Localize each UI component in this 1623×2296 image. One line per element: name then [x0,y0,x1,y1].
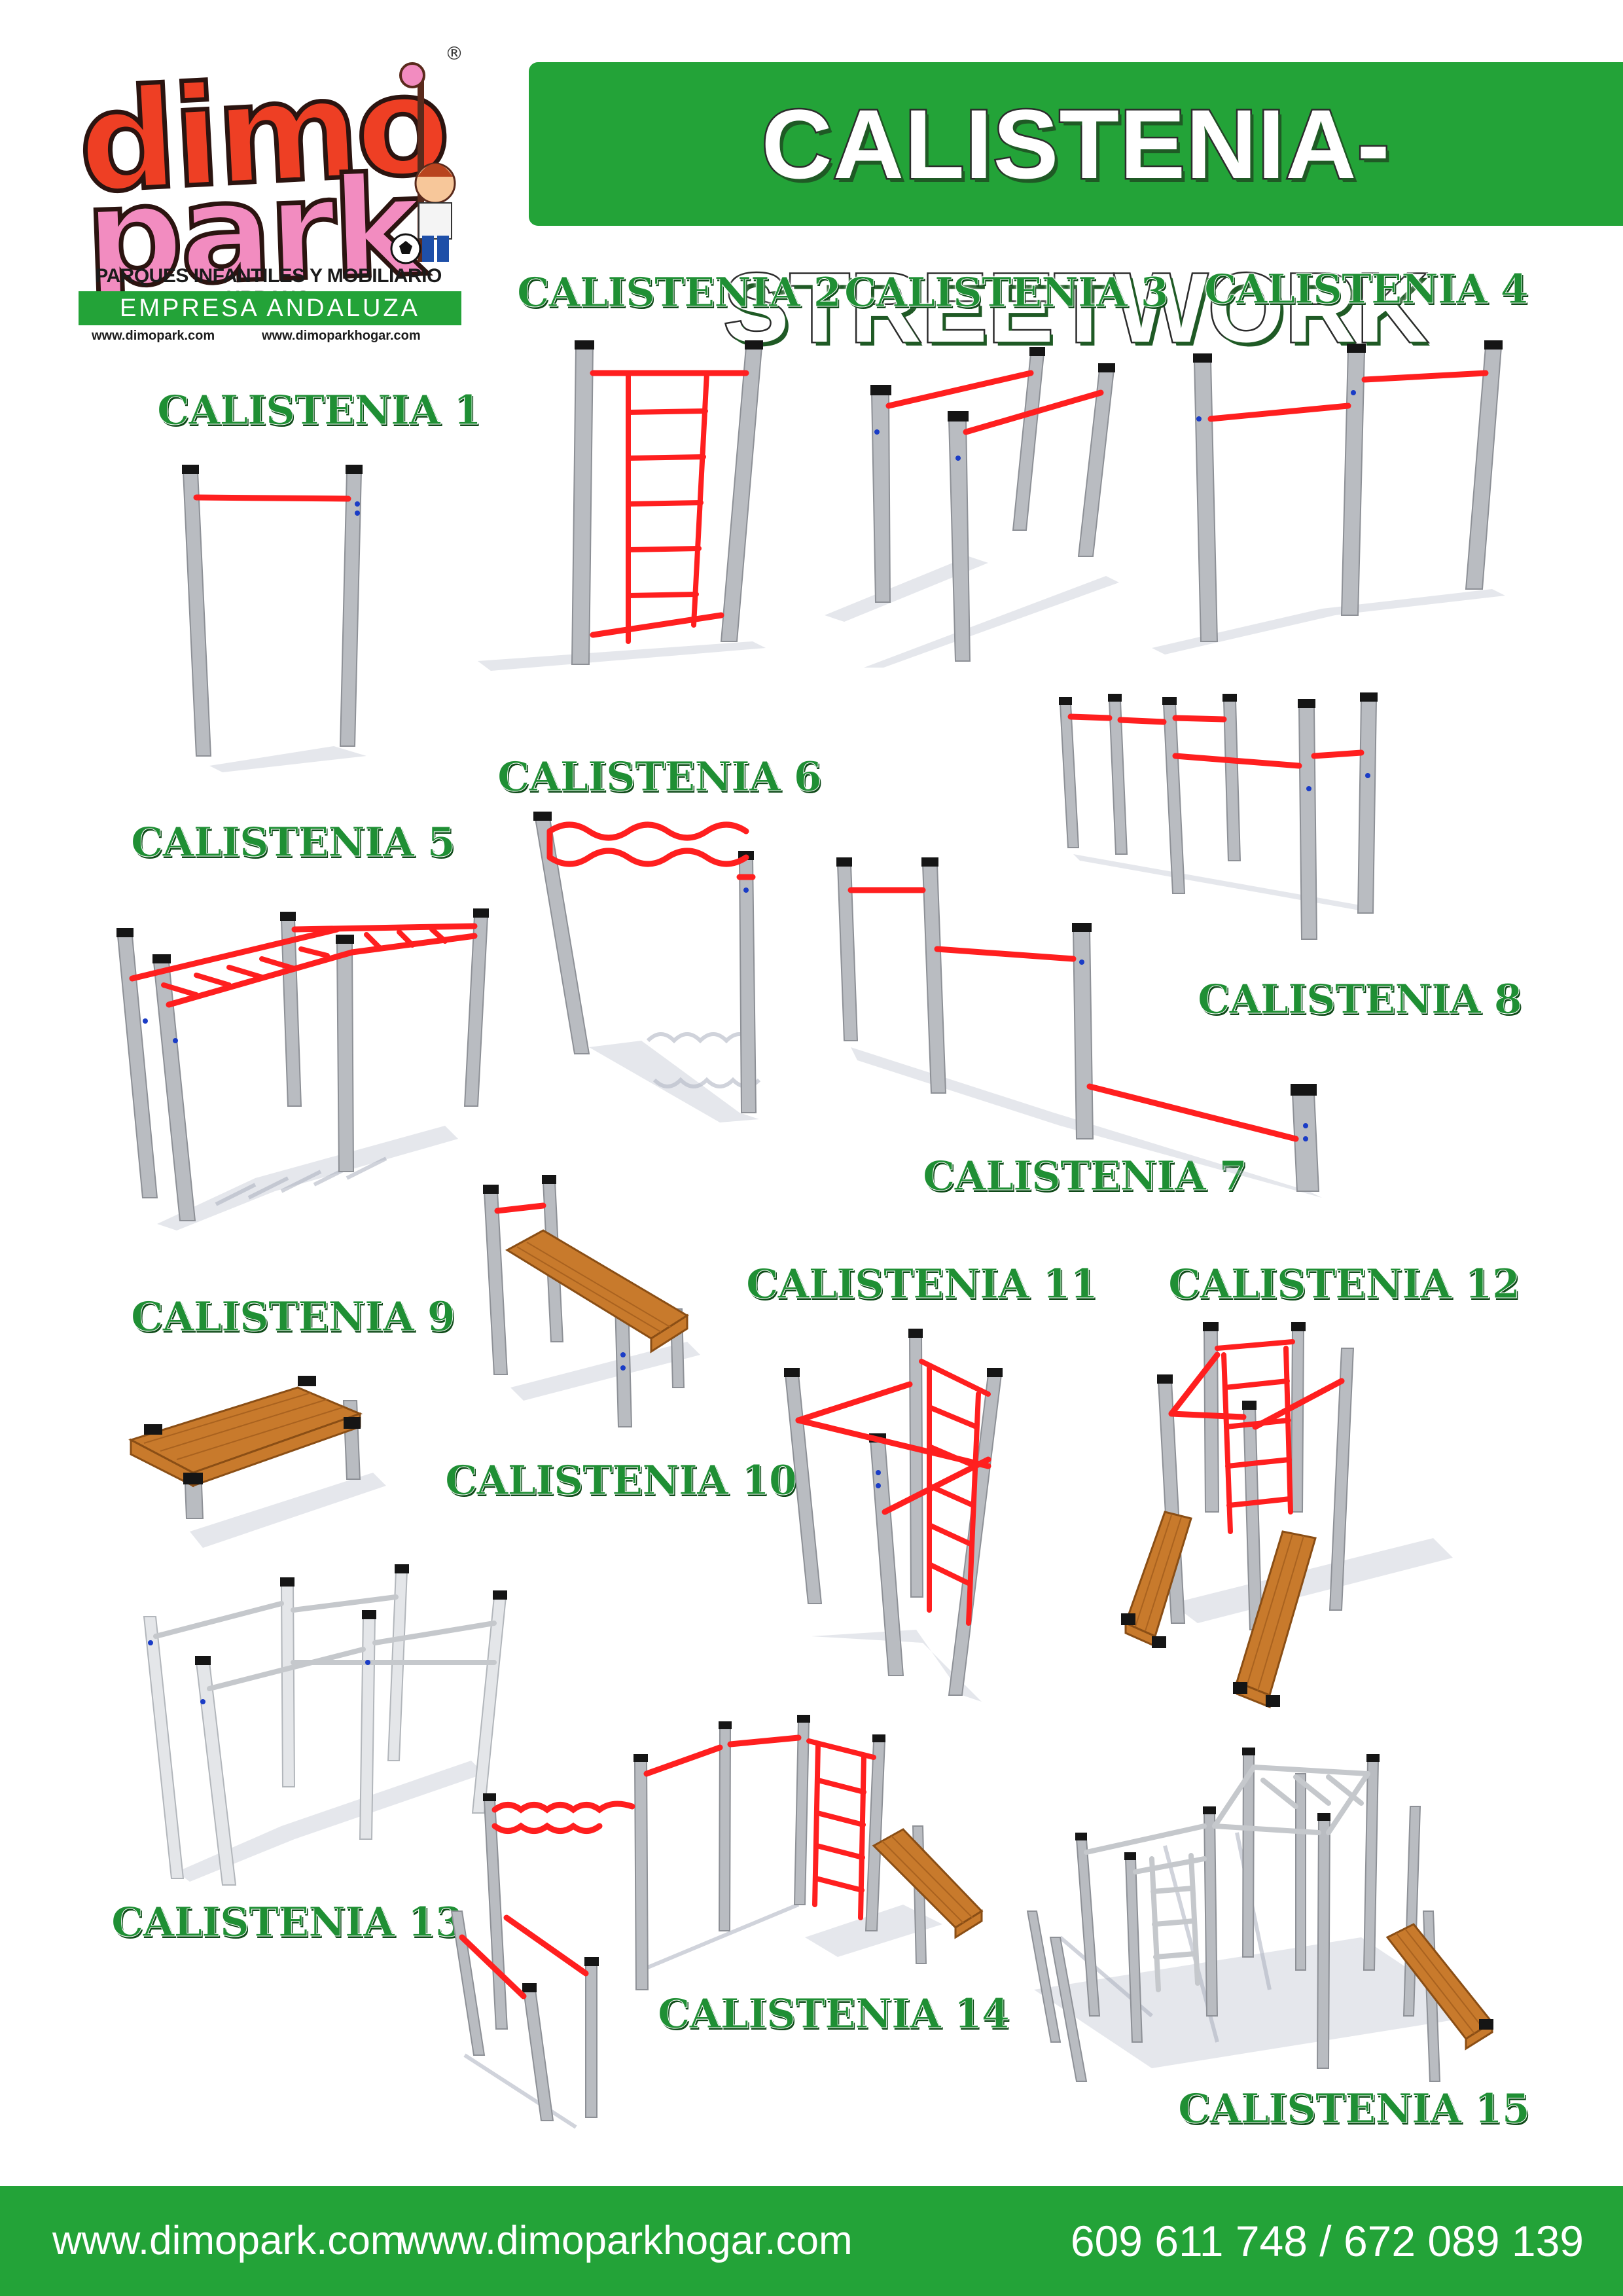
equipment-calistenia-13 [143,1564,507,1886]
equipment-calistenia-15 [1026,1748,1494,2082]
product-label-12: CALISTENIA 12 [1168,1260,1521,1308]
equipment-calistenia-6 [533,812,761,1122]
footer-phone-numbers[interactable]: 609 611 748 / 672 089 139 [1070,2217,1584,2265]
product-label-2: CALISTENIA 2 [517,268,842,317]
product-label-5: CALISTENIA 5 [131,818,456,867]
equipment-calistenia-14 [450,1715,984,2129]
equipment-calistenia-1 [182,465,366,772]
product-label-3: CALISTENIA 3 [844,268,1169,317]
logo-website-hogar-link[interactable]: www.dimoparkhogar.com [262,329,421,343]
product-label-10: CALISTENIA 10 [445,1456,798,1505]
equipment-calistenia-4 [1152,340,1505,655]
equipment-calistenia-9 [128,1376,386,1548]
product-label-11: CALISTENIA 11 [746,1260,1099,1308]
footer-website-link[interactable]: www.dimopark.com [52,2218,404,2263]
footer-bar: www.dimopark.com www.dimoparkhogar.com 6… [0,2186,1623,2296]
equipment-calistenia-7 [836,857,1322,1198]
product-label-6: CALISTENIA 6 [497,753,823,801]
footer-website-hogar-link[interactable]: www.dimoparkhogar.com [399,2218,853,2263]
page-title: CALISTENIA-STREETWORK [722,88,1429,365]
product-label-8: CALISTENIA 8 [1198,975,1523,1024]
equipment-calistenia-12 [1121,1322,1453,1709]
product-label-4: CALISTENIA 4 [1204,265,1529,314]
product-label-14: CALISTENIA 14 [658,1990,1010,2038]
mascot-icon [390,62,456,264]
header-banner: CALISTENIA-STREETWORK [529,62,1623,365]
equipment-calistenia-3 [825,347,1119,668]
product-label-7: CALISTENIA 7 [923,1152,1248,1200]
equipment-calistenia-5 [116,908,489,1230]
equipment-calistenia-11 [784,1329,1003,1702]
product-label-1: CALISTENIA 1 [157,386,482,435]
brand-logo: dimo park ® PARQUES INFANTILES Y MOBILIA… [72,39,465,347]
product-label-15: CALISTENIA 15 [1178,2085,1531,2133]
product-label-9: CALISTENIA 9 [131,1293,456,1341]
equipment-calistenia-2 [478,340,766,671]
registered-mark: ® [445,43,463,64]
equipment-calistenia-10 [483,1175,700,1427]
equipment-calistenia-8 [1059,692,1378,940]
logo-website-link[interactable]: www.dimopark.com [92,329,215,343]
logo-empresa-badge: EMPRESA ANDALUZA [79,291,461,325]
product-label-13: CALISTENIA 13 [111,1898,464,1946]
